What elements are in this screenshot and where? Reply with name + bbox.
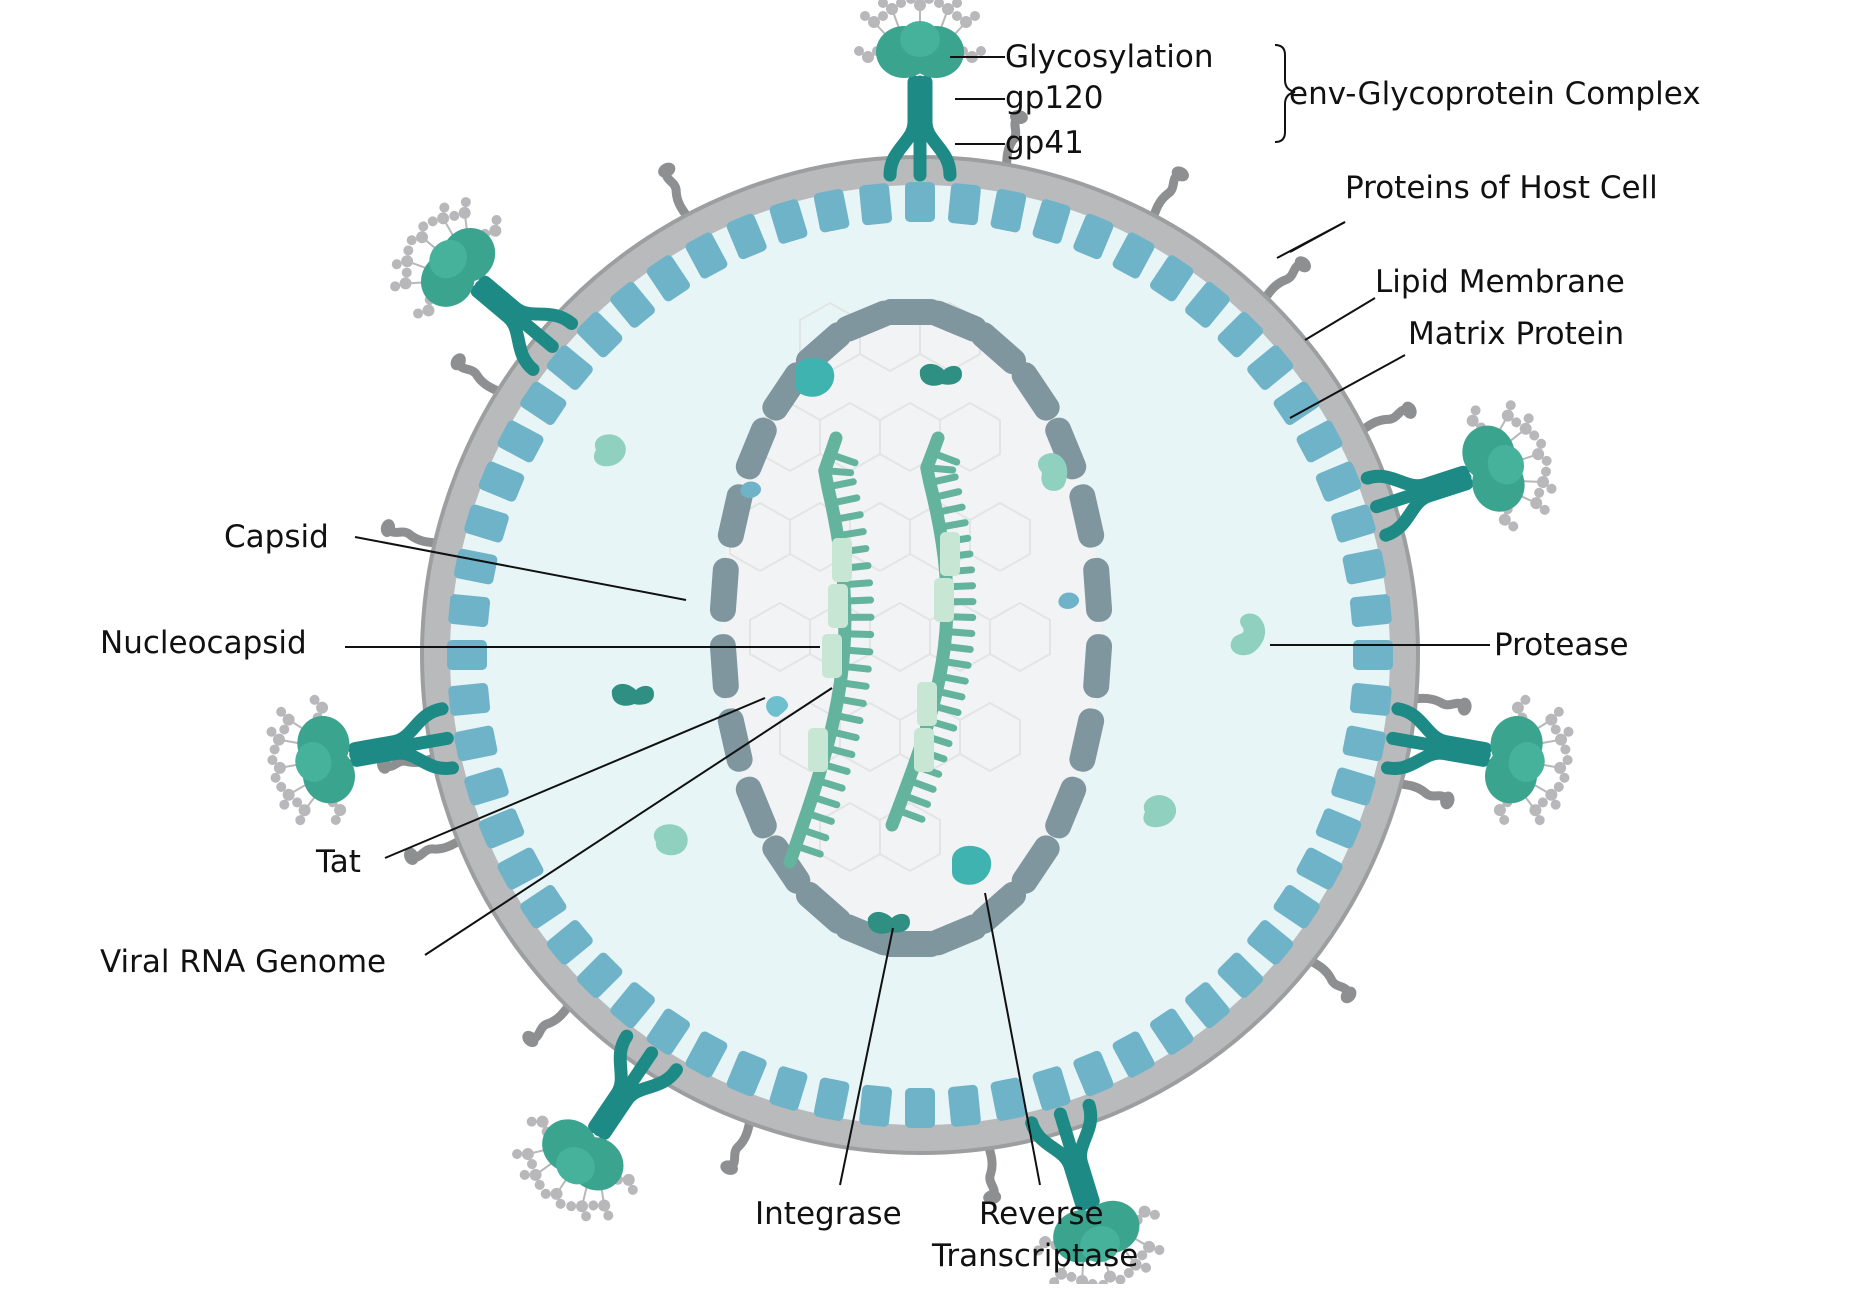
matrix-protein-block [859, 183, 893, 226]
matrix-protein-block [1349, 594, 1392, 628]
label-host-proteins: Proteins of Host Cell [1345, 170, 1658, 206]
matrix-protein-block [448, 594, 491, 628]
capsid-segment [1082, 557, 1113, 623]
matrix-protein-block [948, 1084, 982, 1127]
label-capsid: Capsid [224, 519, 329, 555]
matrix-protein-block [905, 182, 935, 222]
matrix-protein-block [859, 1084, 893, 1127]
matrix-protein-block [448, 683, 491, 717]
label-env-complex: env-Glycoprotein Complex [1289, 76, 1701, 112]
matrix-protein-block [948, 183, 982, 226]
label-reverse: Reverse [979, 1196, 1104, 1232]
label-nucleocapsid: Nucleocapsid [100, 625, 307, 661]
label-matrix-protein: Matrix Protein [1408, 316, 1624, 352]
capsid-segment [709, 633, 740, 699]
capsid-segment [1082, 633, 1113, 699]
matrix-protein-block [905, 1088, 935, 1128]
label-tat: Tat [315, 844, 361, 880]
label-integrase: Integrase [755, 1196, 902, 1232]
env-glycoprotein-spike [855, 0, 985, 175]
label-protease: Protease [1494, 627, 1629, 663]
capsid-segment [709, 557, 740, 623]
label-transcriptase: Transcriptase [931, 1238, 1138, 1274]
label-glycosylation: Glycosylation [1005, 39, 1213, 75]
matrix-protein-block [1349, 683, 1392, 717]
matrix-protein-block [447, 640, 487, 670]
label-viral-rna-genome: Viral RNA Genome [100, 944, 386, 980]
label-lipid-membrane: Lipid Membrane [1375, 264, 1625, 300]
label-gp120: gp120 [1005, 80, 1104, 116]
label-gp41: gp41 [1005, 125, 1084, 161]
